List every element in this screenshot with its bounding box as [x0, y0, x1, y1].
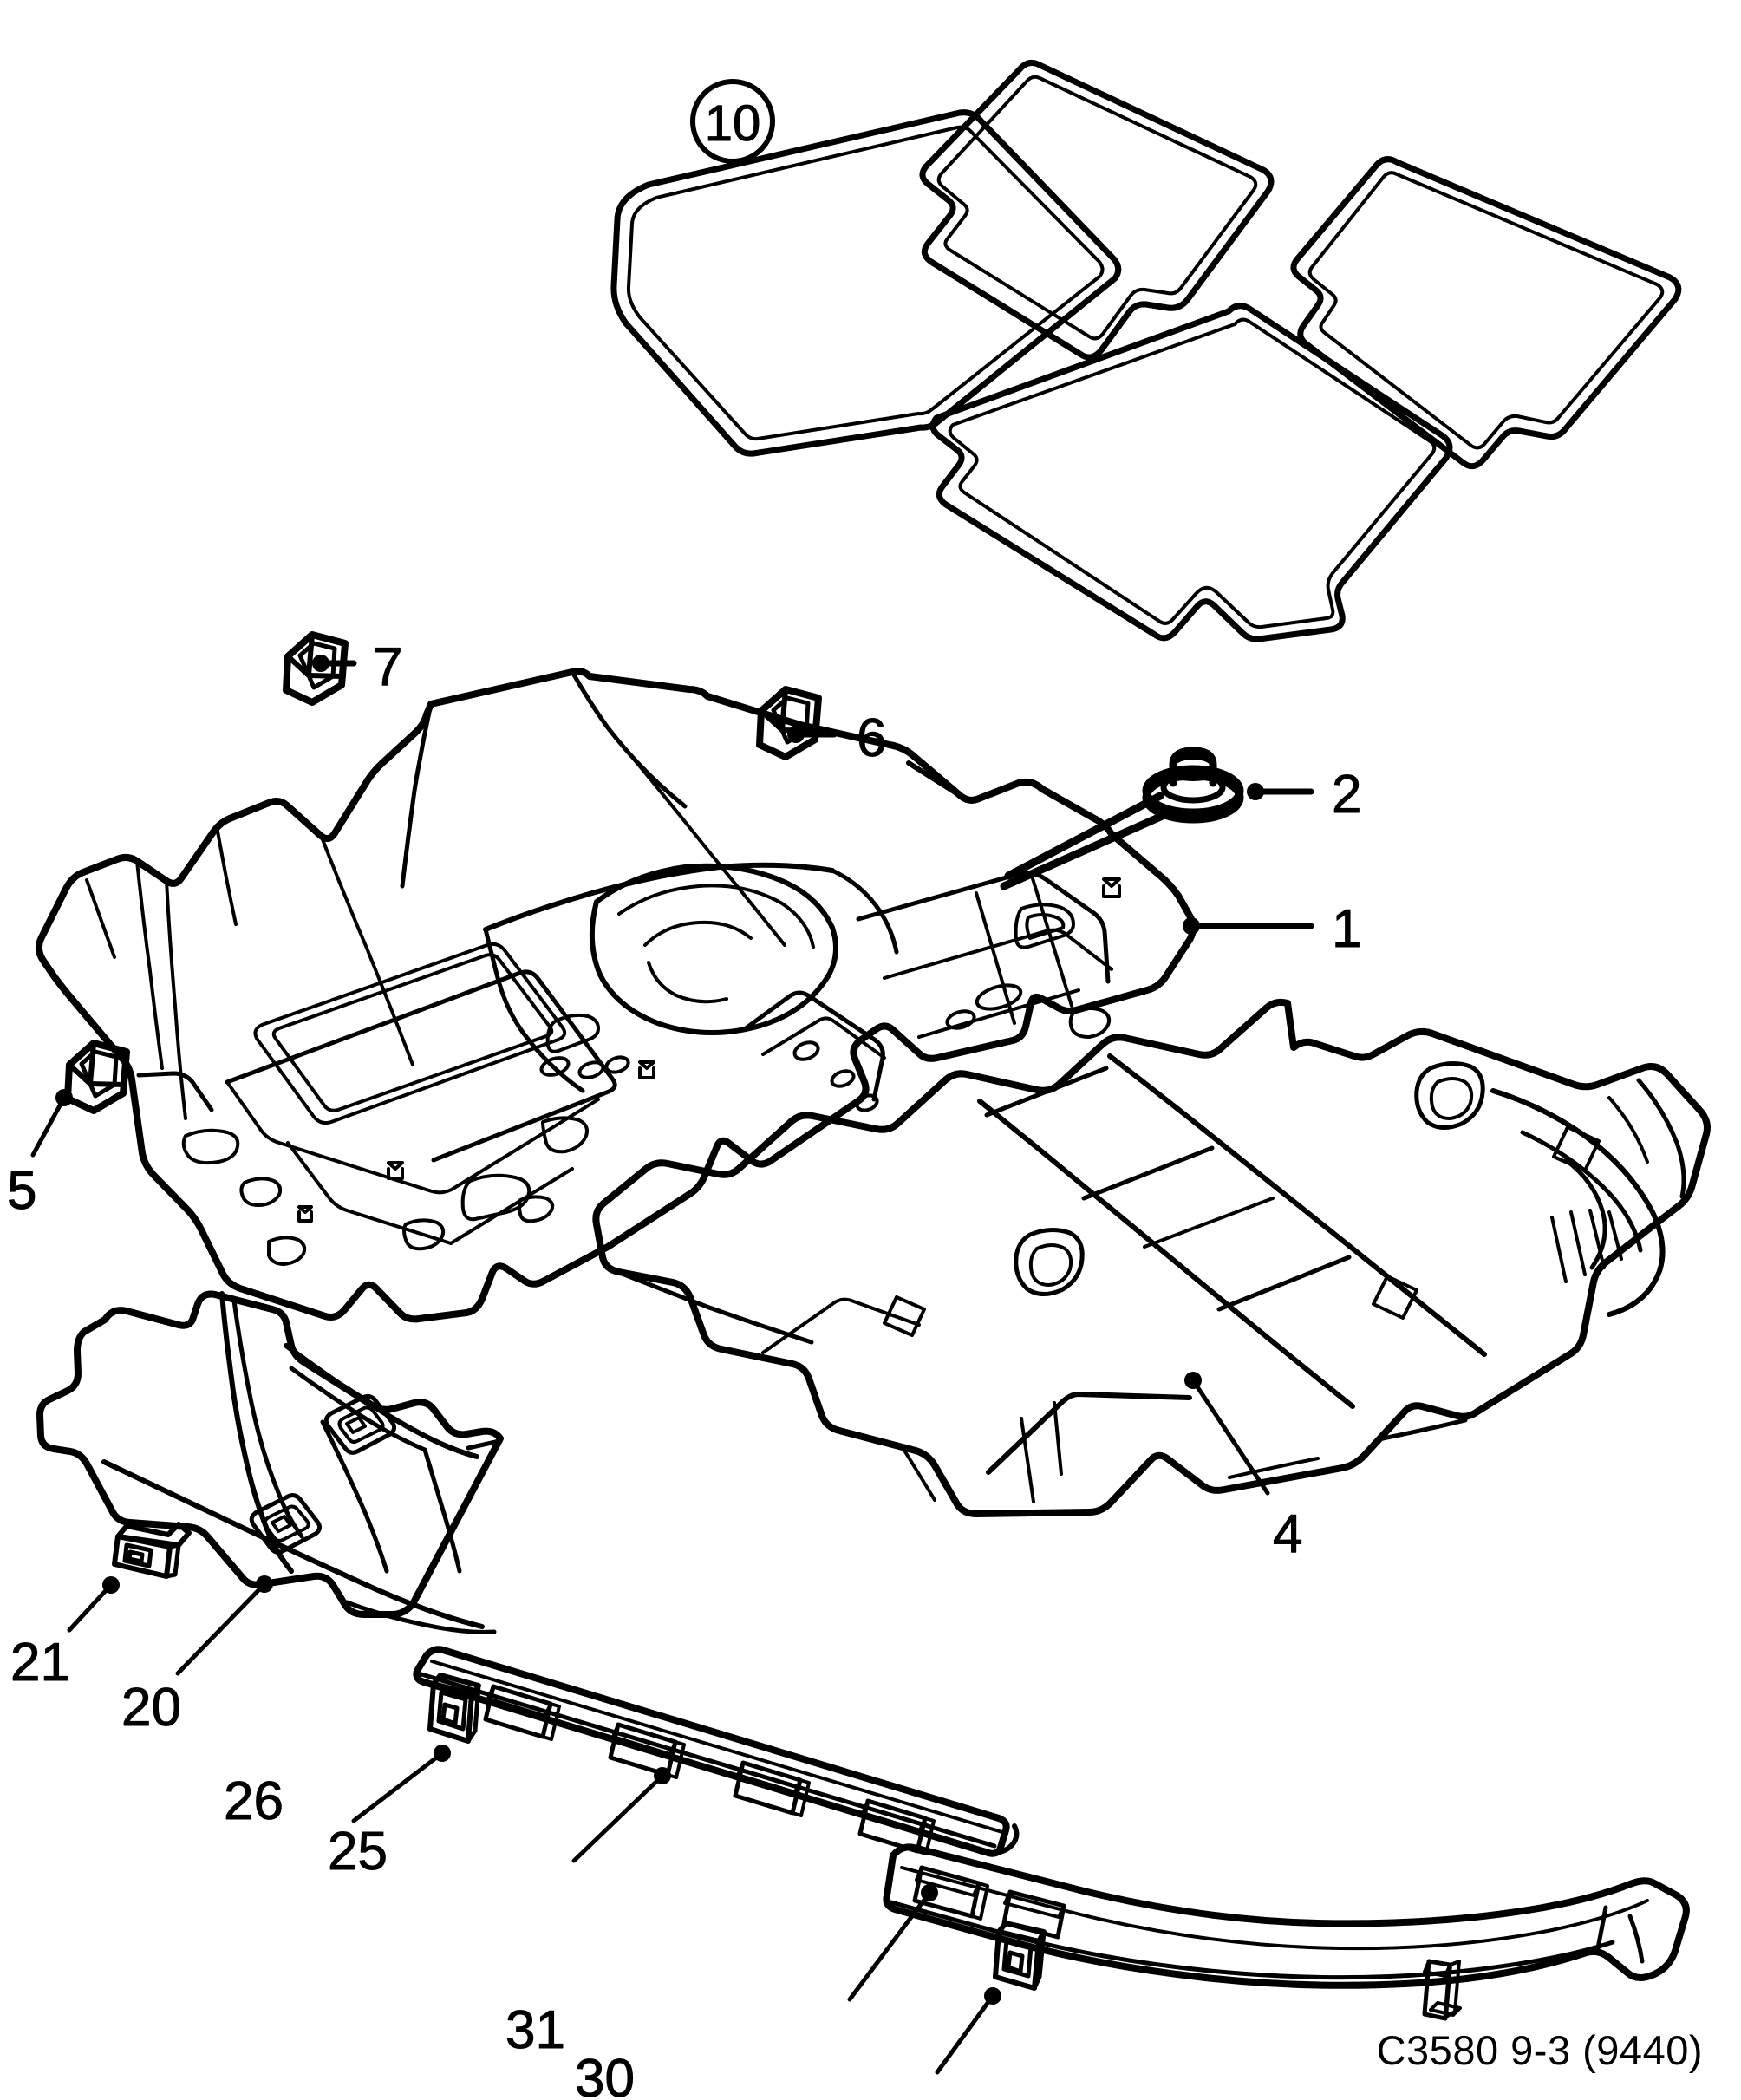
callout-20-leader	[175, 1582, 267, 1676]
callout-26[interactable]: 26	[224, 1745, 451, 1832]
callout-2-label: 2	[1332, 765, 1361, 825]
part-21-kick-panel-clip	[112, 1522, 192, 1579]
part-26-sill-plate-clip	[427, 1673, 481, 1744]
part-25-front-sill-plate	[413, 1646, 1020, 1857]
callout-31-leader	[847, 1890, 932, 2002]
callout-6[interactable]: 6	[787, 708, 887, 769]
part-20-kick-panel-trim	[36, 1290, 504, 1634]
diagram-caption: C3580 9-3 (9440)	[1376, 2027, 1703, 2073]
callout-26-leader	[351, 1751, 445, 1823]
callout-20-label: 20	[121, 1678, 181, 1738]
floor-mat-rear-right	[1290, 156, 1682, 470]
callout-5-leader	[30, 1095, 67, 1158]
callout-5[interactable]: 5	[7, 1089, 73, 1222]
part-30-rear-sill-plate-clip	[993, 1921, 1047, 1991]
part-4-rear-floor-carpet	[592, 998, 1711, 1517]
callout-4[interactable]: 4	[1184, 1372, 1303, 1565]
callout-25-label: 25	[328, 1822, 388, 1882]
callout-31[interactable]: 31	[505, 1884, 938, 2061]
callout-10-label: 10	[705, 95, 761, 152]
callout-21-leader	[67, 1582, 114, 1633]
part-6-carpet-retainer-clip	[756, 686, 822, 760]
callout-30-label: 30	[575, 2049, 635, 2100]
callout-4-label: 4	[1273, 1504, 1302, 1564]
rear-sill-plate-tabs	[912, 1865, 1462, 2021]
part-31-rear-sill-plate	[883, 1843, 1690, 2021]
callout-31-label: 31	[505, 2000, 565, 2060]
callout-30[interactable]: 30	[575, 1987, 1001, 2100]
part-1-front-floor-carpet	[36, 668, 1197, 1323]
floor-mat-front-right	[919, 59, 1275, 361]
floor-mat-rear-left	[929, 303, 1453, 642]
callout-26-label: 26	[224, 1771, 284, 1831]
callout-6-label: 6	[857, 708, 886, 768]
callout-25[interactable]: 25	[328, 1767, 671, 1882]
callout-10[interactable]: 10	[690, 79, 775, 164]
callout-layer: 10 7 6 2	[7, 79, 1362, 2100]
part-10-floor-mat-set	[610, 59, 1682, 642]
callout-21-label: 21	[10, 1633, 70, 1692]
callout-5-label: 5	[7, 1161, 36, 1221]
callout-20[interactable]: 20	[121, 1575, 273, 1738]
callout-4-leader	[1190, 1378, 1270, 1496]
carpet-grommet-marks	[297, 877, 1121, 1223]
callout-1-label: 1	[1332, 899, 1361, 959]
part-2-carpet-grommet	[1000, 747, 1244, 890]
callout-7[interactable]: 7	[312, 637, 403, 698]
callout-1[interactable]: 1	[1183, 899, 1362, 960]
callout-21[interactable]: 21	[10, 1576, 120, 1693]
callout-7-label: 7	[373, 637, 402, 697]
sill-plate-tabs	[483, 1684, 936, 1855]
callout-25-leader	[571, 1773, 665, 1863]
callout-30-leader	[935, 1993, 995, 2075]
callout-2[interactable]: 2	[1247, 765, 1362, 825]
floor-mat-front-left	[610, 109, 1122, 457]
